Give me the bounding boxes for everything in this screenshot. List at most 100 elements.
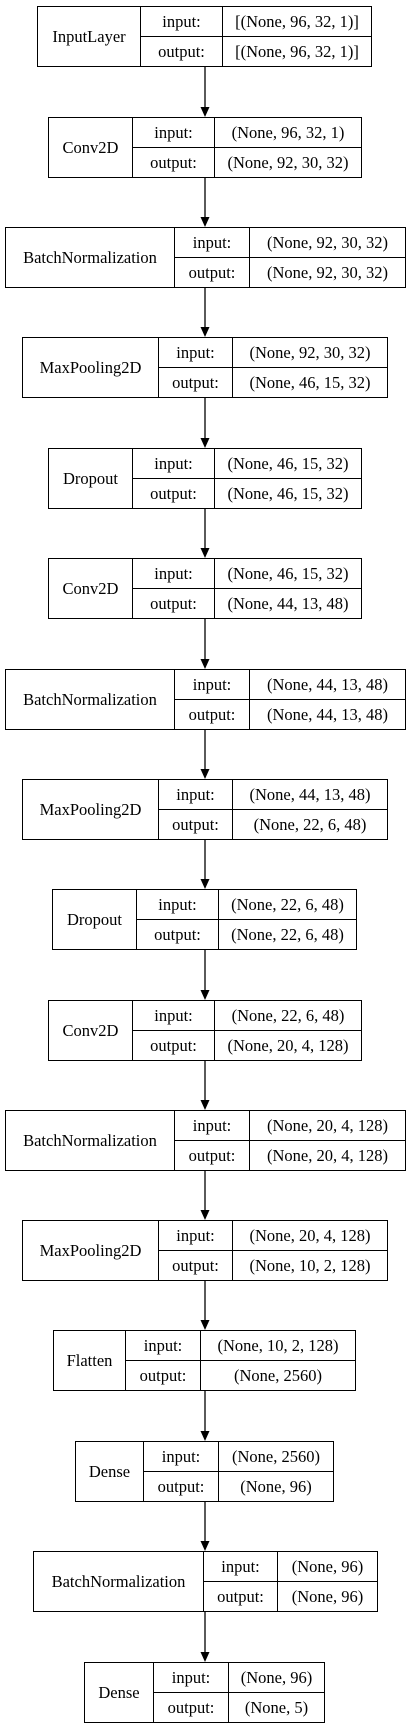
input-shape: (None, 46, 15, 32) bbox=[215, 449, 361, 479]
output-shape: (None, 46, 15, 32) bbox=[227, 483, 349, 503]
output-port-label: output: bbox=[150, 1035, 197, 1055]
input-port-label: input: bbox=[159, 1221, 232, 1251]
input-port-label: input: bbox=[175, 1111, 249, 1141]
input-port-label: input: bbox=[133, 118, 214, 148]
output-port-label: output: bbox=[139, 1365, 187, 1385]
connector-arrow bbox=[200, 178, 210, 227]
shape-values: (None, 46, 15, 32) (None, 44, 13, 48) bbox=[215, 559, 361, 618]
port-labels: input:output: bbox=[175, 670, 250, 729]
output-shape: (None, 20, 4, 128) bbox=[227, 1035, 349, 1055]
output-shape: (None, 10, 2, 128) bbox=[249, 1255, 371, 1275]
output-port-label: output: bbox=[150, 152, 197, 172]
output-port-label: output: bbox=[154, 924, 201, 944]
connector-arrow bbox=[200, 1171, 210, 1220]
shape-values: (None, 44, 13, 48) (None, 44, 13, 48) bbox=[250, 670, 405, 729]
output-shape: (None, 44, 13, 48) bbox=[227, 593, 349, 613]
input-port-label: input: bbox=[126, 1331, 200, 1361]
input-shape: (None, 22, 6, 48) bbox=[219, 890, 356, 920]
input-shape: (None, 44, 13, 48) bbox=[250, 670, 405, 700]
input-shape: (None, 10, 2, 128) bbox=[201, 1331, 355, 1361]
connector-arrow bbox=[200, 1391, 210, 1441]
layer-name: MaxPooling2D bbox=[23, 338, 159, 397]
port-labels: input:output: bbox=[133, 449, 215, 508]
output-port-label: output: bbox=[167, 1697, 215, 1717]
port-labels: input:output: bbox=[141, 7, 223, 66]
input-port-label: input: bbox=[175, 670, 249, 700]
input-shape: (None, 96) bbox=[229, 1663, 324, 1693]
input-shape: (None, 44, 13, 48) bbox=[233, 780, 387, 810]
port-labels: input:output: bbox=[133, 559, 215, 618]
connector-arrow bbox=[200, 1281, 210, 1330]
output-port-label: output: bbox=[158, 41, 205, 61]
output-port-label: output: bbox=[188, 1145, 236, 1165]
input-shape: (None, 22, 6, 48) bbox=[215, 1001, 361, 1031]
connector-arrow bbox=[200, 950, 210, 1000]
port-labels: input: output: bbox=[175, 1111, 250, 1170]
port-labels: input:output: bbox=[144, 1442, 219, 1501]
shape-values: [(None, 96, 32, 1)][(None, 96, 32, 1)] bbox=[223, 7, 371, 66]
port-labels: input:output: bbox=[133, 1001, 215, 1060]
shape-values: (None, 96, 32, 1) (None, 92, 30, 32) bbox=[215, 118, 361, 177]
port-labels: input:output: bbox=[159, 780, 233, 839]
connector-arrow bbox=[200, 288, 210, 337]
input-shape: (None, 20, 4, 128) bbox=[250, 1111, 405, 1141]
shape-values: (None, 22, 6, 48) (None, 22, 6, 48) bbox=[219, 890, 356, 949]
input-shape: [(None, 96, 32, 1)] bbox=[223, 7, 371, 37]
port-labels: input: output: bbox=[204, 1552, 278, 1611]
output-shape: (None, 22, 6, 48) bbox=[231, 924, 344, 944]
layer-name: Conv2D bbox=[49, 559, 133, 618]
output-shape: (None, 96) bbox=[240, 1476, 312, 1496]
input-shape: (None, 2560) bbox=[219, 1442, 333, 1472]
shape-values: (None, 20, 4, 128)(None, 20, 4, 128) bbox=[250, 1111, 405, 1170]
input-port-label: input: bbox=[154, 1663, 228, 1693]
output-port-label: output: bbox=[172, 1255, 219, 1275]
shape-values: (None, 46, 15, 32) (None, 46, 15, 32) bbox=[215, 449, 361, 508]
shape-values: (None, 96)(None, 96) bbox=[278, 1552, 377, 1611]
port-labels: input: output: bbox=[159, 1221, 233, 1280]
connector-arrow bbox=[200, 67, 210, 117]
input-shape: (None, 96) bbox=[278, 1552, 377, 1582]
connector-arrow bbox=[200, 1612, 210, 1662]
port-labels: input: output: bbox=[154, 1663, 229, 1722]
shape-values: (None, 2560) (None, 96) bbox=[219, 1442, 333, 1501]
port-labels: input: output: bbox=[133, 118, 215, 177]
port-labels: input: output: bbox=[126, 1331, 201, 1390]
layer-name: Flatten bbox=[54, 1331, 126, 1390]
shape-values: (None, 10, 2, 128)(None, 2560) bbox=[201, 1331, 355, 1390]
connector-arrow bbox=[200, 398, 210, 448]
connector-arrow bbox=[200, 509, 210, 558]
input-shape: (None, 92, 30, 32) bbox=[250, 228, 405, 258]
input-port-label: input: bbox=[159, 780, 232, 810]
input-port-label: input: bbox=[137, 890, 218, 920]
output-shape: (None, 92, 30, 32) bbox=[227, 152, 349, 172]
shape-values: (None, 92, 30, 32)(None, 46, 15, 32) bbox=[233, 338, 387, 397]
shape-values: (None, 20, 4, 128)(None, 10, 2, 128) bbox=[233, 1221, 387, 1280]
output-port-label: output: bbox=[172, 372, 219, 392]
input-port-label: input: bbox=[144, 1442, 218, 1472]
port-labels: input:output: bbox=[175, 228, 250, 287]
output-port-label: output: bbox=[217, 1586, 264, 1606]
input-shape: (None, 96, 32, 1) bbox=[215, 118, 361, 148]
output-shape: (None, 44, 13, 48) bbox=[267, 704, 388, 724]
input-port-label: input: bbox=[204, 1552, 277, 1582]
output-port-label: output: bbox=[150, 483, 197, 503]
shape-values: (None, 92, 30, 32)(None, 92, 30, 32) bbox=[250, 228, 405, 287]
input-shape: (None, 46, 15, 32) bbox=[215, 559, 361, 589]
layer-name: BatchNormalization bbox=[34, 1552, 204, 1611]
